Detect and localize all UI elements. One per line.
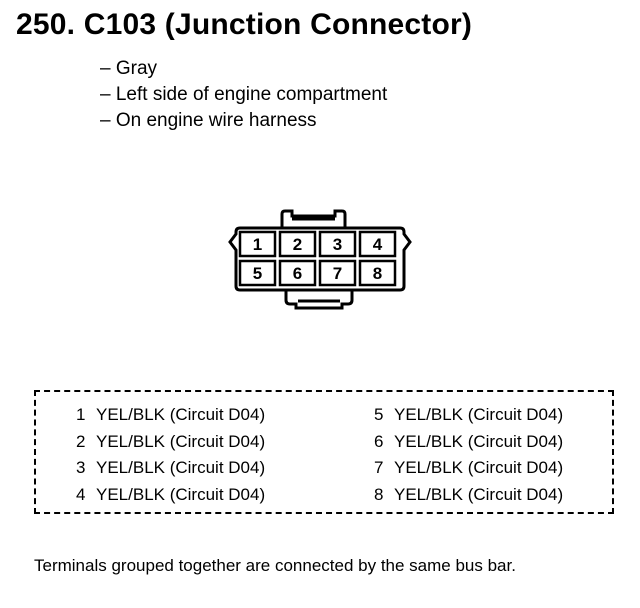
connector-cavity-8: 8 <box>358 259 397 287</box>
pin-description: YEL/BLK (Circuit D04) <box>394 484 564 504</box>
pin-row: 1 YEL/BLK (Circuit D04) <box>76 402 265 429</box>
cavity-label: 1 <box>253 235 262 254</box>
cavity-outline <box>318 259 357 287</box>
cavity-outline <box>278 259 317 287</box>
cavity-outline <box>318 230 357 258</box>
cavity-outline <box>358 259 397 287</box>
cavity-outline <box>278 230 317 258</box>
pin-description: YEL/BLK (Circuit D04) <box>394 458 564 477</box>
pin-row: 2 YEL/BLK (Circuit D04) <box>76 429 265 456</box>
pin-number: 5 <box>374 405 384 424</box>
pin-description: YEL/BLK (Circuit D04) <box>394 431 564 451</box>
cavity-label: 8 <box>373 264 382 283</box>
cavity-label: 7 <box>333 264 342 283</box>
pin-description: YEL/BLK (Circuit D04) <box>96 458 266 477</box>
connector-cavity-3: 3 <box>318 230 357 258</box>
pin-row: 4 YEL/BLK (Circuit D04) <box>76 482 265 509</box>
pin-description: YEL/BLK (Circuit D04) <box>394 405 564 424</box>
cavity-label: 3 <box>333 235 342 254</box>
cavity-label: 2 <box>293 235 302 254</box>
detail-location: – Left side of engine compartment <box>100 84 388 105</box>
page-title: 250. C103 (Junction Connector) <box>16 8 473 41</box>
cavity-outline <box>238 259 277 287</box>
pin-row: 3 YEL/BLK (Circuit D04) <box>76 455 265 482</box>
connector-cavity-5: 5 <box>238 259 277 287</box>
cavity-label: 6 <box>293 264 302 283</box>
connector-cavity-6: 6 <box>278 259 317 287</box>
connector-cavity-1: 1 <box>238 230 277 258</box>
detail-color: – Gray <box>100 58 158 79</box>
connector-details: – Gray – Left side of engine compartment… <box>100 56 387 134</box>
pin-number: 1 <box>76 405 86 424</box>
connector-cavity-4: 4 <box>358 230 397 258</box>
pin-number: 8 <box>374 484 384 504</box>
pin-row: 6 YEL/BLK (Circuit D04) <box>374 429 563 456</box>
connector-face-diagram: 1 2 3 4 5 6 7 8 <box>228 209 412 310</box>
pin-row: 5 YEL/BLK (Circuit D04) <box>374 402 563 429</box>
pin-row: 7 YEL/BLK (Circuit D04) <box>374 455 563 482</box>
pin-number: 2 <box>76 431 86 451</box>
connector-bottom-tab <box>284 290 354 310</box>
pin-number: 3 <box>76 458 86 477</box>
cavity-label: 5 <box>253 264 262 283</box>
connector-top-latch <box>280 209 347 228</box>
pin-row: 8 YEL/BLK (Circuit D04) <box>374 482 563 509</box>
pin-number: 7 <box>374 458 384 477</box>
connector-cavity-2: 2 <box>278 230 317 258</box>
pin-number: 4 <box>76 484 86 504</box>
footnote: Terminals grouped together are connected… <box>34 556 516 575</box>
cavity-outline <box>238 230 277 258</box>
cavity-outline <box>358 230 397 258</box>
pin-number: 6 <box>374 431 384 451</box>
cavity-label: 4 <box>373 235 383 254</box>
pin-description: YEL/BLK (Circuit D04) <box>96 431 266 451</box>
pin-description: YEL/BLK (Circuit D04) <box>96 484 266 504</box>
connector-cavity-7: 7 <box>318 259 357 287</box>
detail-harness: – On engine wire harness <box>100 110 317 131</box>
pin-description: YEL/BLK (Circuit D04) <box>96 405 266 424</box>
